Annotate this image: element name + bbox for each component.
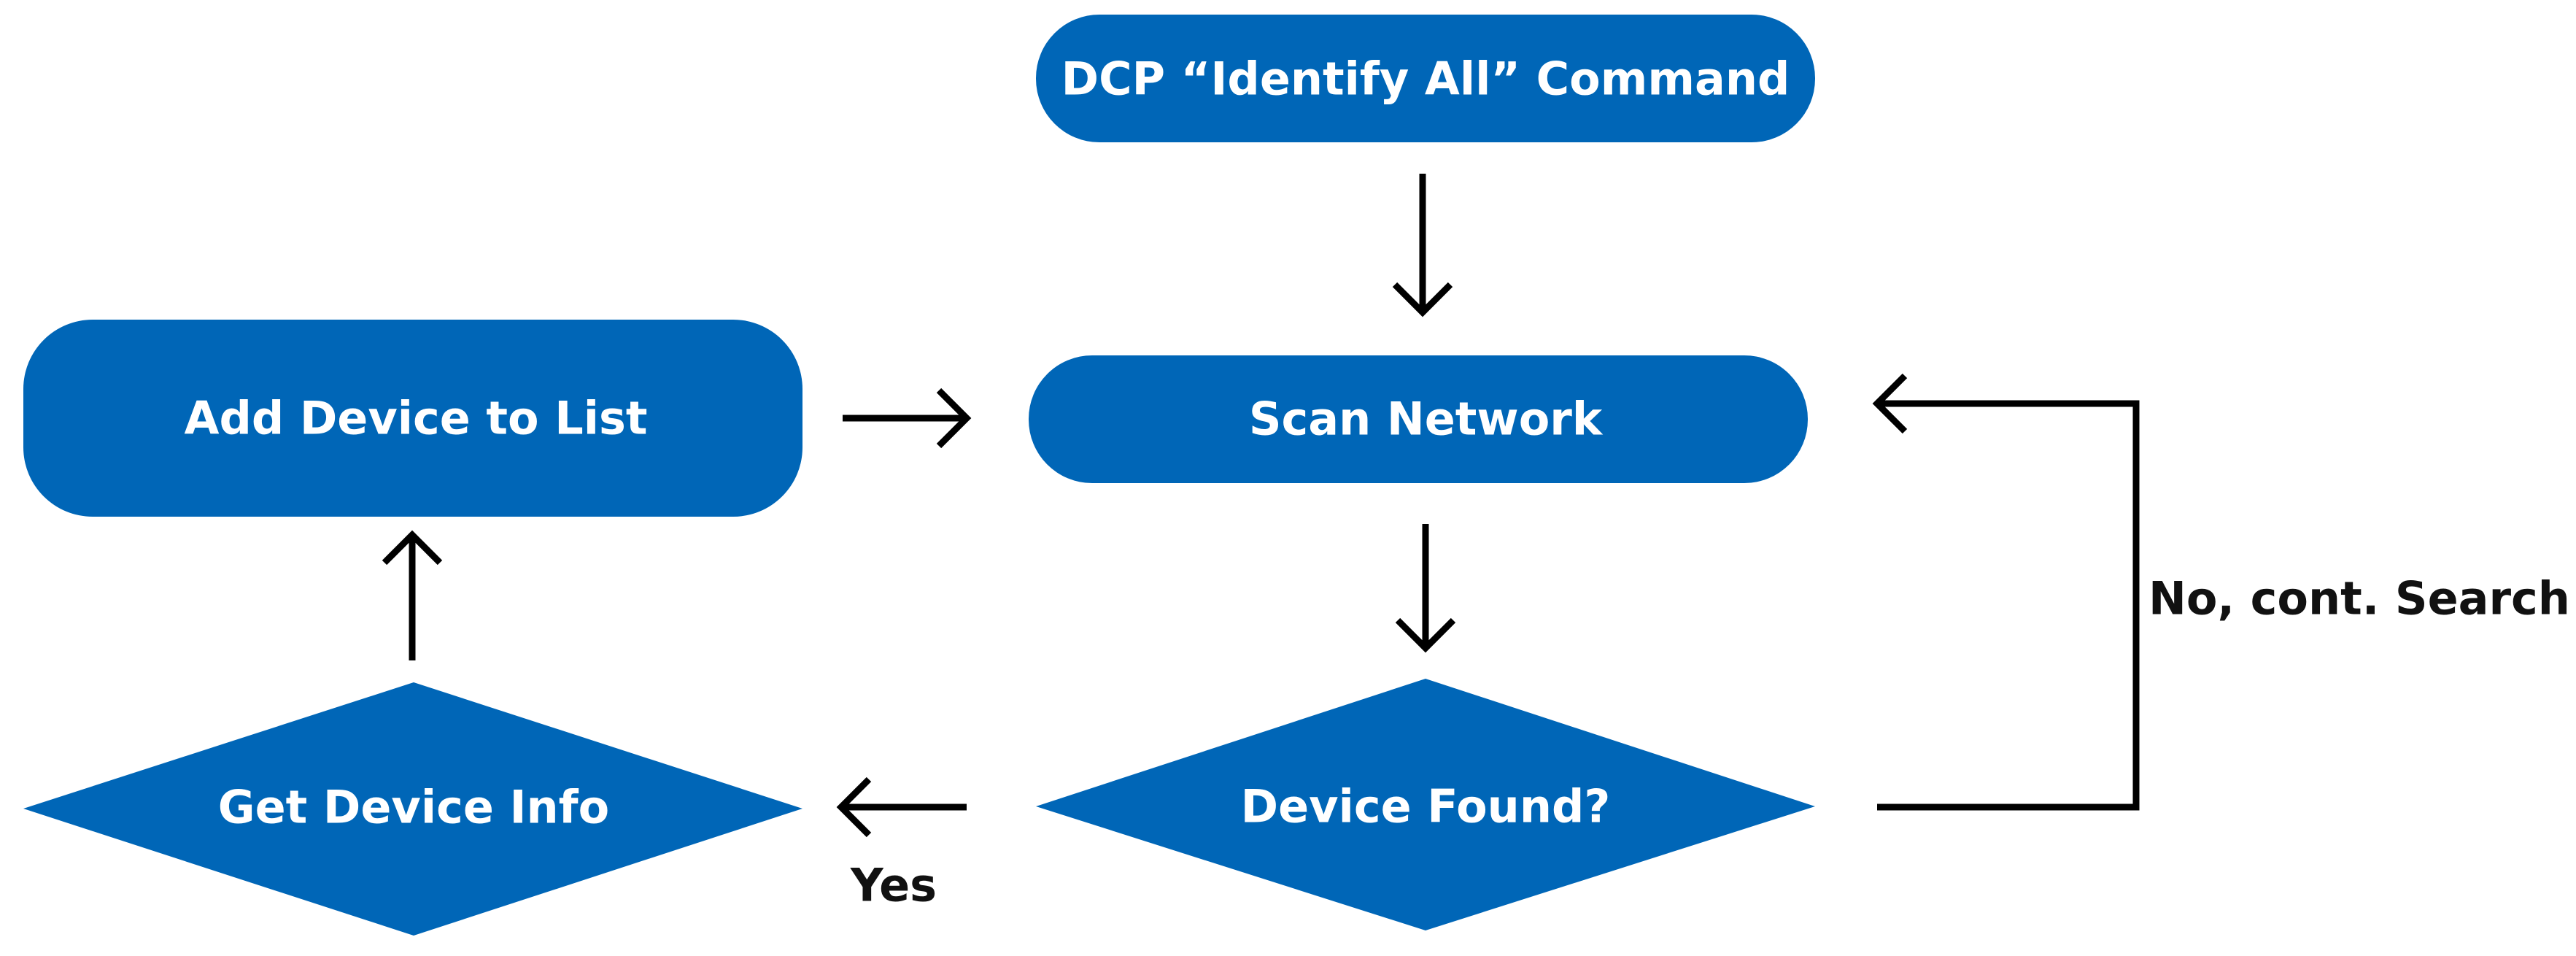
decision-device-found: Device Found? (1036, 679, 1815, 930)
node-label: Scan Network (1249, 393, 1604, 446)
node-dcp-identify-all-command: DCP “Identify All” Command (1036, 15, 1815, 142)
node-label: DCP “Identify All” Command (1061, 53, 1790, 106)
decision-label: Device Found? (1241, 780, 1611, 833)
arrow-info-to-add (382, 530, 443, 660)
decision-get-device-info: Get Device Info (23, 682, 802, 936)
decision-label: Get Device Info (218, 781, 610, 834)
node-scan-network: Scan Network (1029, 355, 1808, 483)
node-add-device-to-list: Add Device to List (23, 320, 802, 517)
decision-shape (1036, 679, 1815, 930)
node-shape (1029, 355, 1808, 483)
arrow-found-to-info (836, 776, 967, 838)
arrow-scan-to-found (1395, 524, 1456, 653)
node-shape (23, 320, 802, 517)
arrow-found-loop-to-scan (1872, 373, 2140, 811)
node-shape (1036, 15, 1815, 142)
arrow-add-to-scan (843, 388, 972, 449)
decision-shape (23, 682, 802, 936)
edge-label-no-continue-search: No, cont. Search (2148, 572, 2570, 625)
node-label: Add Device to List (184, 392, 647, 445)
arrow-start-to-scan (1392, 174, 1453, 317)
edge-label-yes: Yes (850, 859, 937, 912)
